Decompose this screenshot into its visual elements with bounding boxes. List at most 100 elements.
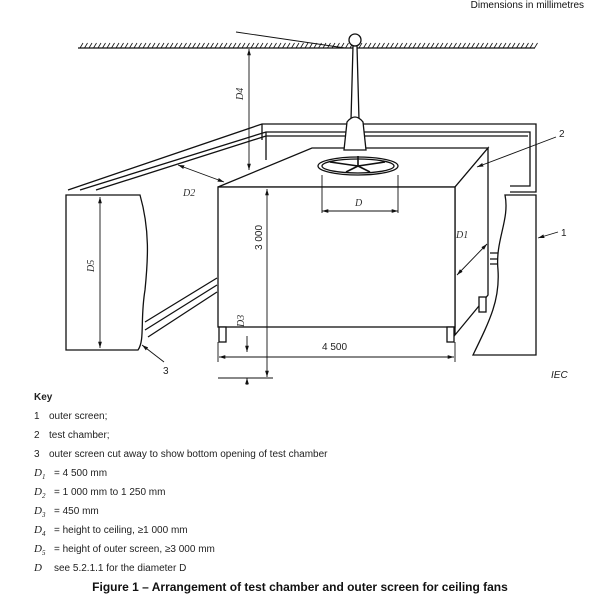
key-def: D2= 1 000 mm to 1 250 mm xyxy=(34,486,166,501)
ceiling-hatch-mark xyxy=(250,42,255,49)
ceiling-hatch-mark xyxy=(196,42,201,49)
key-def: D3= 450 mm xyxy=(34,505,99,520)
ceiling-hatch-mark xyxy=(367,42,372,49)
ceiling-hatch-mark xyxy=(138,42,142,49)
ceiling-hatch-mark xyxy=(466,42,471,49)
ceiling-hatch-mark xyxy=(385,42,390,49)
ceiling-hatch-mark xyxy=(115,42,120,49)
ceiling-hatch-mark xyxy=(345,42,349,49)
ceiling-hatch-mark xyxy=(453,42,457,49)
test-chamber-diagram: D4 D2 D D1 3 000 D3 D5 4 500 2 1 3 IEC xyxy=(65,31,568,385)
ceiling-hatch-mark xyxy=(228,42,232,49)
ceiling-hatch-mark xyxy=(507,42,511,49)
ceiling-hatch-mark xyxy=(111,42,115,49)
ceiling-hatch-mark xyxy=(124,42,129,49)
ceiling-hatch-mark xyxy=(309,42,313,49)
figure-caption: Figure 1 – Arrangement of test chamber a… xyxy=(92,580,508,594)
ceiling-hatch-mark xyxy=(273,42,277,49)
ceiling-hatch-mark xyxy=(529,42,534,49)
ceiling-hatch-mark xyxy=(174,42,178,49)
outer-screen-right xyxy=(471,194,537,356)
ceiling-hatch-mark xyxy=(160,42,165,49)
ceiling-hatch-mark xyxy=(93,42,97,49)
ceiling-hatch-mark xyxy=(403,42,408,49)
ceiling-hatch-mark xyxy=(237,42,241,49)
ceiling-hatch-mark xyxy=(511,42,516,49)
ceiling-hatch-mark xyxy=(462,42,466,49)
ceiling-hatch-mark xyxy=(169,42,174,49)
ceiling-hatch-mark xyxy=(286,42,291,49)
ceiling-hatch-mark xyxy=(435,42,439,49)
callout-2-leader xyxy=(476,136,557,168)
ceiling-hatch-mark xyxy=(394,42,399,49)
ceiling-hatch-mark xyxy=(120,42,124,49)
ceiling-hatch-mark xyxy=(223,42,228,49)
ceiling-hatch-mark xyxy=(156,42,160,49)
ceiling-hatch-mark xyxy=(142,42,147,49)
ceiling-hatch-mark xyxy=(516,42,520,49)
ceiling-hatch-mark xyxy=(268,42,273,49)
label-D5: D5 xyxy=(86,260,97,273)
ceiling-hatch-mark xyxy=(471,42,475,49)
ceiling-hatch-mark xyxy=(147,42,151,49)
label-D3: D3 xyxy=(236,315,247,328)
ceiling-hatch-mark xyxy=(475,42,480,49)
ceiling-hatch-mark xyxy=(295,42,300,49)
ceiling-hatch-mark xyxy=(178,42,183,49)
ceiling-hatch-mark xyxy=(520,42,525,49)
ceiling-hatch-mark xyxy=(358,42,363,49)
ceiling-hatch-mark xyxy=(318,42,322,49)
ceiling-hatch-mark xyxy=(381,42,385,49)
ceiling-hatch-mark xyxy=(331,42,336,49)
ceiling-hatch-mark xyxy=(484,42,489,49)
ceiling-hatch-mark xyxy=(457,42,462,49)
ceiling-hatch-mark xyxy=(277,42,282,49)
label-D2: D2 xyxy=(182,188,195,199)
ceiling-hatch-mark xyxy=(534,42,538,49)
ceiling-hatch-mark xyxy=(439,42,444,49)
label-D1: D1 xyxy=(455,230,468,241)
ceiling-hatch-mark xyxy=(165,42,169,49)
iec-mark: IEC xyxy=(551,370,568,381)
ceiling-hatch-mark xyxy=(502,42,507,49)
ceiling-hatch-mark xyxy=(291,42,295,49)
ceiling-hatch-mark xyxy=(97,42,102,49)
ceiling-hatch-mark xyxy=(210,42,214,49)
ceiling-hatch-mark xyxy=(444,42,448,49)
key-title: Key xyxy=(34,392,53,403)
callout-3: 3 xyxy=(163,366,169,377)
ceiling-hatch-mark xyxy=(390,42,394,49)
ceiling-hatch-mark xyxy=(376,42,381,49)
ceiling-hatch-mark xyxy=(106,42,111,49)
ceiling-hatch-mark xyxy=(421,42,426,49)
ceiling-hatch-mark xyxy=(264,42,268,49)
ceiling-hatch-mark xyxy=(259,42,264,49)
ceiling-hatch-mark xyxy=(430,42,435,49)
key-def: D1= 4 500 mm xyxy=(34,467,108,482)
callout-2: 2 xyxy=(559,129,565,140)
ceiling-hatch-mark xyxy=(205,42,210,49)
label-D4: D4 xyxy=(235,88,246,101)
ceiling-hatch-mark xyxy=(192,42,196,49)
ceiling-hatch-mark xyxy=(412,42,417,49)
ceiling-hatch-mark xyxy=(448,42,453,49)
ceiling-hatch-mark xyxy=(372,42,376,49)
key-def: D4= height to ceiling, ≥1 000 mm xyxy=(34,524,188,539)
callout-3-leader xyxy=(141,344,165,363)
ceiling-hatch-mark xyxy=(417,42,421,49)
ceiling-hatch-mark xyxy=(84,42,88,49)
ceiling-hatch-mark xyxy=(300,42,304,49)
ceiling-hatch-mark xyxy=(498,42,502,49)
dim-D1-arrow xyxy=(456,243,488,276)
ceiling-hatch-mark xyxy=(201,42,205,49)
ceiling-hatch-mark xyxy=(219,42,223,49)
ceiling-hatch-mark xyxy=(79,42,84,49)
ceiling-hatch-mark xyxy=(489,42,493,49)
outer-screen-left xyxy=(65,194,149,351)
ceiling-hatch-mark xyxy=(246,42,250,49)
ceiling-hatch-mark xyxy=(304,42,309,49)
